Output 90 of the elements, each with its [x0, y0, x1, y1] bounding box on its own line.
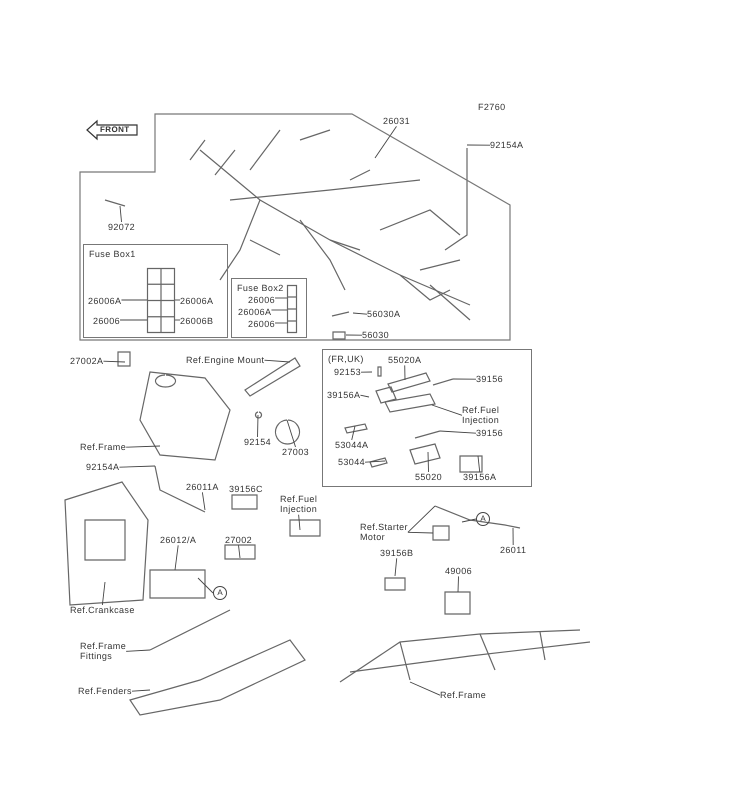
leader-line — [364, 460, 386, 463]
leader-line — [394, 558, 398, 576]
leader-line — [120, 206, 122, 222]
inset-panel — [83, 244, 228, 338]
leader-line — [174, 544, 179, 570]
leader-line — [407, 506, 436, 533]
part-number: 92072 — [108, 222, 136, 232]
part-number: 26006A — [238, 307, 272, 318]
leader-line — [238, 544, 240, 558]
part-number: 39156C — [229, 484, 263, 494]
part-number: 55020A — [388, 355, 422, 366]
part-number: 56030 — [362, 330, 390, 340]
part-number: 39156A — [327, 390, 360, 400]
reference-label: Ref.Starter Motor — [360, 522, 408, 543]
leader-line — [458, 576, 459, 592]
part-number: 26006A — [180, 296, 214, 306]
panel-title: Fuse Box1 — [89, 249, 136, 259]
leader-line — [410, 682, 440, 696]
part-number: 92154 — [244, 437, 272, 448]
fuse-box-drawing — [287, 285, 297, 333]
part-number: 39156B — [380, 548, 414, 558]
inset-panel — [231, 278, 307, 338]
reference-label: Ref.Frame — [80, 442, 126, 452]
part-number: 26011 — [500, 545, 526, 556]
leader-line — [407, 532, 434, 534]
part-number: 92153 — [334, 367, 362, 378]
reference-label: Ref.Crankcase — [70, 605, 135, 616]
leader-line — [298, 514, 300, 530]
part-number: 26006 — [248, 319, 276, 330]
leader-line — [274, 322, 288, 324]
part-number: 56030A — [367, 309, 400, 320]
leader-line — [126, 446, 160, 448]
reference-label: Ref.Fuel Injection — [462, 405, 500, 426]
direction-sign: FRONT — [86, 120, 138, 140]
reference-label: Ref.Frame — [440, 690, 486, 700]
leader-line — [351, 426, 356, 440]
leader-line — [374, 126, 397, 158]
fuse-box-drawing — [147, 268, 175, 333]
reference-circle: A — [476, 512, 490, 526]
part-number: 55020 — [415, 472, 442, 482]
drawing-code: F2760 — [478, 102, 506, 112]
part-number: 27002A — [70, 356, 104, 366]
leader-line — [360, 372, 372, 373]
reference-label: Ref.Fuel Injection — [280, 494, 318, 515]
leader-line — [202, 492, 206, 510]
leader-line — [132, 690, 150, 692]
part-number: 92154A — [490, 140, 524, 150]
part-number: 26012/A — [160, 535, 196, 546]
leader-line — [462, 518, 476, 522]
reference-circle: A — [213, 586, 227, 600]
leader-line — [102, 582, 106, 606]
leader-line — [440, 430, 476, 434]
panel-title: Fuse Box2 — [237, 283, 284, 293]
inset-panel — [322, 349, 532, 487]
leader-line — [452, 378, 476, 380]
leader-line — [360, 394, 370, 398]
leader-line — [198, 578, 214, 594]
leader-line — [432, 404, 462, 416]
part-number: 39156 — [476, 374, 504, 384]
part-number: 53044 — [338, 457, 366, 468]
reference-label: Ref.Frame Fittings — [80, 641, 126, 662]
part-number: 27002 — [225, 535, 252, 546]
part-number: 39156 — [476, 428, 504, 438]
leader-line — [478, 456, 480, 472]
reference-label: Ref.Engine Mount — [186, 355, 264, 366]
part-number: 53044A — [335, 440, 368, 450]
part-number: 92154A — [86, 462, 120, 472]
leader-line — [404, 364, 406, 380]
part-number: 26006A — [88, 296, 122, 306]
part-number: 26011A — [186, 482, 219, 492]
leader-line — [126, 650, 150, 652]
leader-line — [286, 420, 296, 448]
part-number: 26006 — [248, 295, 276, 306]
leader-line — [512, 528, 514, 546]
part-number: 26031 — [383, 116, 410, 126]
leader-line — [257, 414, 258, 438]
part-number: 26006 — [93, 316, 120, 326]
leader-line — [352, 312, 368, 315]
part-number: 49006 — [445, 566, 472, 576]
reference-label: Ref.Fenders — [78, 686, 132, 696]
leader-line — [103, 360, 126, 362]
leader-line — [346, 334, 362, 336]
part-number: 27003 — [282, 447, 310, 458]
panel-title: (FR,UK) — [328, 354, 364, 364]
part-number: 26006B — [180, 316, 214, 326]
leader-line — [264, 360, 290, 362]
leader-line — [428, 452, 429, 472]
part-number: 39156A — [463, 472, 496, 482]
leader-line — [119, 466, 156, 468]
leader-line — [466, 144, 490, 146]
